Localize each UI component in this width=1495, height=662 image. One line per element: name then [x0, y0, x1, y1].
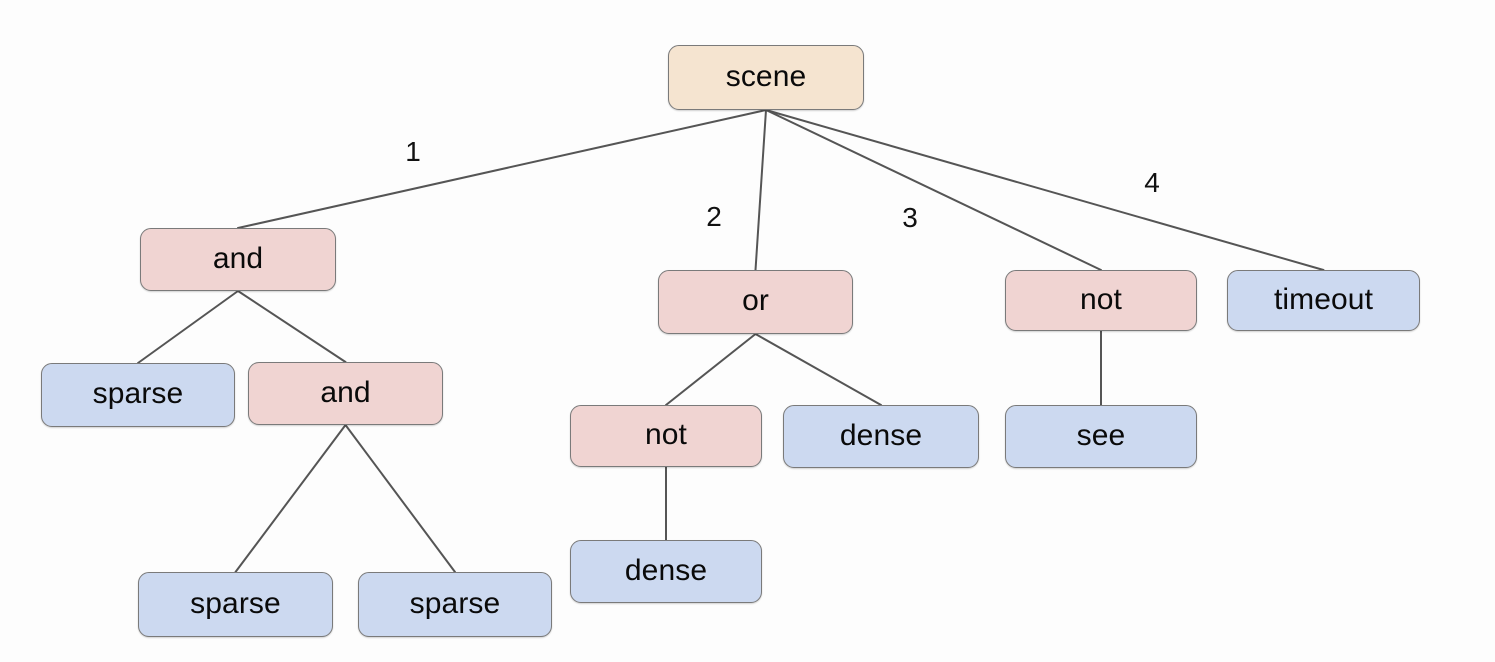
tree-node-sparse3[interactable]: sparse: [358, 572, 552, 637]
tree-node-scene[interactable]: scene: [668, 45, 864, 110]
edge-label-scene-to-not1: 3: [902, 202, 918, 233]
tree-node-timeout1[interactable]: timeout: [1227, 270, 1420, 331]
tree-edge-scene-to-not1: [765, 109, 1102, 271]
tree-node-and2[interactable]: and: [248, 362, 443, 425]
tree-edge-and1-to-sparse1: [137, 290, 239, 364]
tree-node-or1[interactable]: or: [658, 270, 853, 334]
tree-node-label: and: [320, 375, 371, 409]
tree-node-label: scene: [725, 59, 807, 93]
tree-node-not2[interactable]: not: [570, 405, 762, 467]
tree-edge-and2-to-sparse3: [344, 424, 456, 573]
tree-edge-and1-to-and2: [237, 290, 347, 363]
tree-node-label: and: [212, 241, 264, 275]
tree-node-label: timeout: [1273, 282, 1374, 316]
tree-node-label: sparse: [190, 586, 281, 620]
edge-label-scene-to-timeout1: 4: [1144, 167, 1160, 198]
tree-edge-scene-to-or1: [754, 109, 767, 271]
tree-node-label: sparse: [92, 377, 184, 410]
tree-node-sparse1[interactable]: sparse: [41, 363, 235, 427]
tree-node-label: dense: [624, 553, 708, 587]
tree-node-label: not: [644, 418, 687, 451]
tree-node-label: sparse: [409, 586, 501, 620]
tree-edge-or1-to-dense1: [754, 333, 882, 406]
tree-node-label: or: [742, 284, 769, 317]
tree-node-see1[interactable]: see: [1005, 405, 1197, 468]
tree-node-sparse2[interactable]: sparse: [138, 572, 333, 637]
tree-edge-or1-to-not2: [665, 333, 757, 406]
tree-node-label: dense: [839, 418, 923, 452]
tree-node-dense1[interactable]: dense: [783, 405, 979, 468]
tree-node-label: not: [1079, 282, 1122, 316]
edge-label-scene-to-or1: 2: [706, 201, 722, 232]
tree-edge-scene-to-and1: [237, 109, 767, 229]
tree-node-label: see: [1076, 418, 1126, 452]
edge-label-scene-to-and1: 1: [405, 136, 421, 167]
tree-edge-scene-to-timeout1: [765, 109, 1325, 271]
tree-node-not1[interactable]: not: [1005, 270, 1197, 331]
tree-edge-and2-to-sparse2: [234, 424, 347, 573]
tree-node-dense2[interactable]: dense: [570, 540, 762, 603]
tree-node-and1[interactable]: and: [140, 228, 336, 291]
